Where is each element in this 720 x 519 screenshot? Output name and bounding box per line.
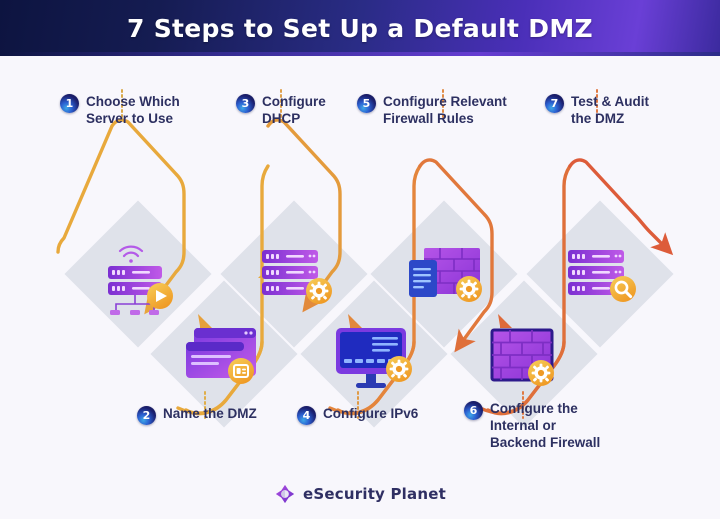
up-arrowheads bbox=[198, 314, 512, 328]
server-leds bbox=[112, 270, 150, 291]
step-number-badge-7: 7 bbox=[545, 94, 564, 113]
step-label-7[interactable]: 7 Test & Audit the DMZ bbox=[545, 93, 675, 127]
arrow-1-to-2 bbox=[56, 118, 186, 315]
gear-badge-icon bbox=[386, 356, 412, 382]
step-label-text-4: Configure IPv6 bbox=[323, 406, 419, 421]
step-number-badge-3: 3 bbox=[236, 94, 255, 113]
step-number-badge-2: 2 bbox=[137, 406, 156, 425]
step-label-1[interactable]: 1 Choose Which Server to Use bbox=[60, 93, 210, 127]
arrow-4-up-tail bbox=[336, 340, 416, 416]
header-underline bbox=[0, 52, 720, 56]
footer-brand: eSecurity Planet bbox=[303, 485, 446, 503]
step-number-badge-6: 6 bbox=[464, 401, 483, 420]
arrowhead-up-2 bbox=[198, 314, 212, 328]
step-label-4[interactable]: 4 Configure IPv6 bbox=[297, 405, 437, 425]
step-number-badge-1: 1 bbox=[60, 94, 79, 113]
arrow-7-out bbox=[568, 158, 674, 256]
diagram-canvas bbox=[0, 56, 720, 476]
icon-step-2 bbox=[186, 328, 256, 384]
step-label-3[interactable]: 3 Configure DHCP bbox=[236, 93, 356, 127]
icon-step-3 bbox=[262, 250, 332, 304]
step-label-text-3: Configure DHCP bbox=[262, 94, 326, 126]
document-icon bbox=[409, 260, 437, 297]
icon-step-4 bbox=[336, 328, 412, 388]
magnifier-badge-icon bbox=[610, 276, 636, 302]
gear-badge-icon bbox=[528, 360, 554, 386]
step-label-text-7: Test & Audit the DMZ bbox=[571, 94, 649, 126]
step-label-6[interactable]: 6 Configure the Internal or Backend Fire… bbox=[464, 400, 624, 451]
step-label-text-6: Configure the Internal or Backend Firewa… bbox=[490, 401, 601, 450]
step-label-2[interactable]: 2 Name the DMZ bbox=[137, 405, 287, 425]
header-bar: 7 Steps to Set Up a Default DMZ bbox=[0, 0, 720, 56]
name-badge-icon bbox=[228, 358, 254, 384]
step-label-text-5: Configure Relevant Firewall Rules bbox=[383, 94, 507, 126]
icon-step-7 bbox=[568, 250, 636, 302]
gear-badge-icon bbox=[306, 278, 332, 304]
play-badge-icon bbox=[147, 283, 173, 309]
icon-step-1 bbox=[108, 245, 173, 315]
wifi-icon bbox=[118, 245, 144, 263]
gear-badge-icon bbox=[456, 276, 482, 302]
esecurity-planet-logo-icon bbox=[275, 484, 295, 504]
step-label-5[interactable]: 5 Configure Relevant Firewall Rules bbox=[357, 93, 522, 127]
page-title: 7 Steps to Set Up a Default DMZ bbox=[127, 13, 593, 43]
footer: eSecurity Planet bbox=[0, 483, 720, 505]
icon-step-5 bbox=[409, 248, 482, 302]
step-number-badge-5: 5 bbox=[357, 94, 376, 113]
arrow-5-to-6 bbox=[418, 158, 494, 353]
icon-step-6 bbox=[490, 328, 554, 386]
step-label-text-2: Name the DMZ bbox=[163, 406, 257, 421]
step-number-badge-4: 4 bbox=[297, 406, 316, 425]
arrowhead-up-4 bbox=[348, 314, 362, 328]
arrowhead-up-6 bbox=[498, 314, 512, 328]
step-label-text-1: Choose Which Server to Use bbox=[86, 94, 180, 126]
